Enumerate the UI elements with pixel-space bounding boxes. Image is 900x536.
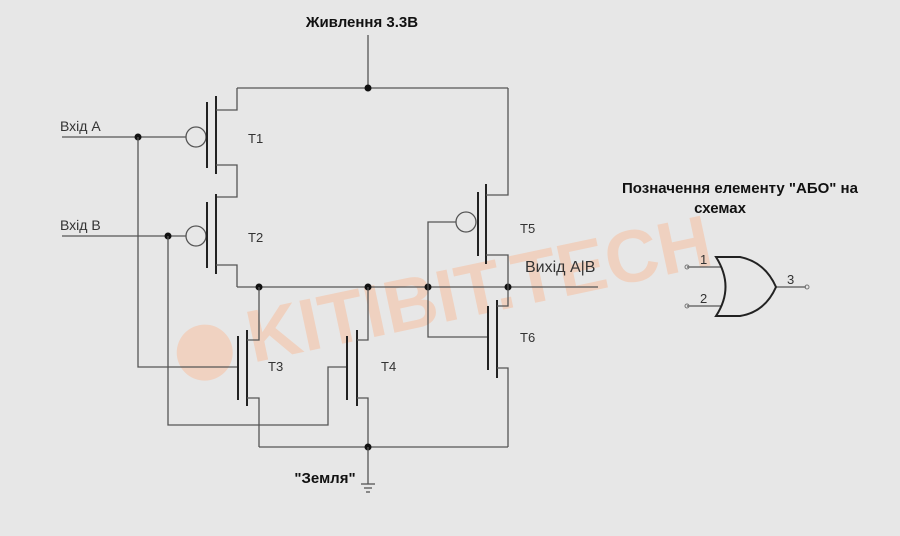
t1-label: T1 bbox=[248, 131, 263, 146]
ground-label: "Земля" bbox=[294, 470, 355, 487]
transistor-t2 bbox=[185, 194, 238, 287]
transistor-t5 bbox=[427, 88, 509, 338]
transistor-t1 bbox=[185, 88, 238, 198]
or-pin-1-label: 1 bbox=[700, 252, 707, 267]
transistor-t3 bbox=[237, 287, 260, 447]
t4-label: T4 bbox=[381, 359, 396, 374]
output-label: Вихід A|B bbox=[525, 259, 595, 276]
power-rail bbox=[237, 35, 508, 92]
legend-title-line2: схемах bbox=[694, 200, 746, 217]
or-gate-symbol bbox=[684, 256, 810, 317]
or-pin-2-label: 2 bbox=[700, 291, 707, 306]
transistor-t6 bbox=[487, 287, 509, 447]
watermark: KITIBIT.TECH bbox=[176, 199, 719, 381]
t5-label: T5 bbox=[520, 221, 535, 236]
ground-rail bbox=[259, 443, 508, 484]
input-a-label: Вхід А bbox=[60, 118, 101, 134]
t2-label: T2 bbox=[248, 230, 263, 245]
input-b-label: Вхід В bbox=[60, 217, 101, 233]
ground-icon bbox=[361, 483, 375, 493]
legend-title-line1: Позначення елементу "АБО" на bbox=[622, 180, 859, 197]
input-b-wire bbox=[62, 232, 347, 426]
or-pin-3-label: 3 bbox=[787, 272, 794, 287]
transistor-t4 bbox=[346, 287, 369, 447]
input-a-wire bbox=[62, 133, 238, 368]
t3-label: T3 bbox=[268, 359, 283, 374]
power-label: Живлення 3.3В bbox=[305, 14, 418, 31]
t6-label: T6 bbox=[520, 330, 535, 345]
